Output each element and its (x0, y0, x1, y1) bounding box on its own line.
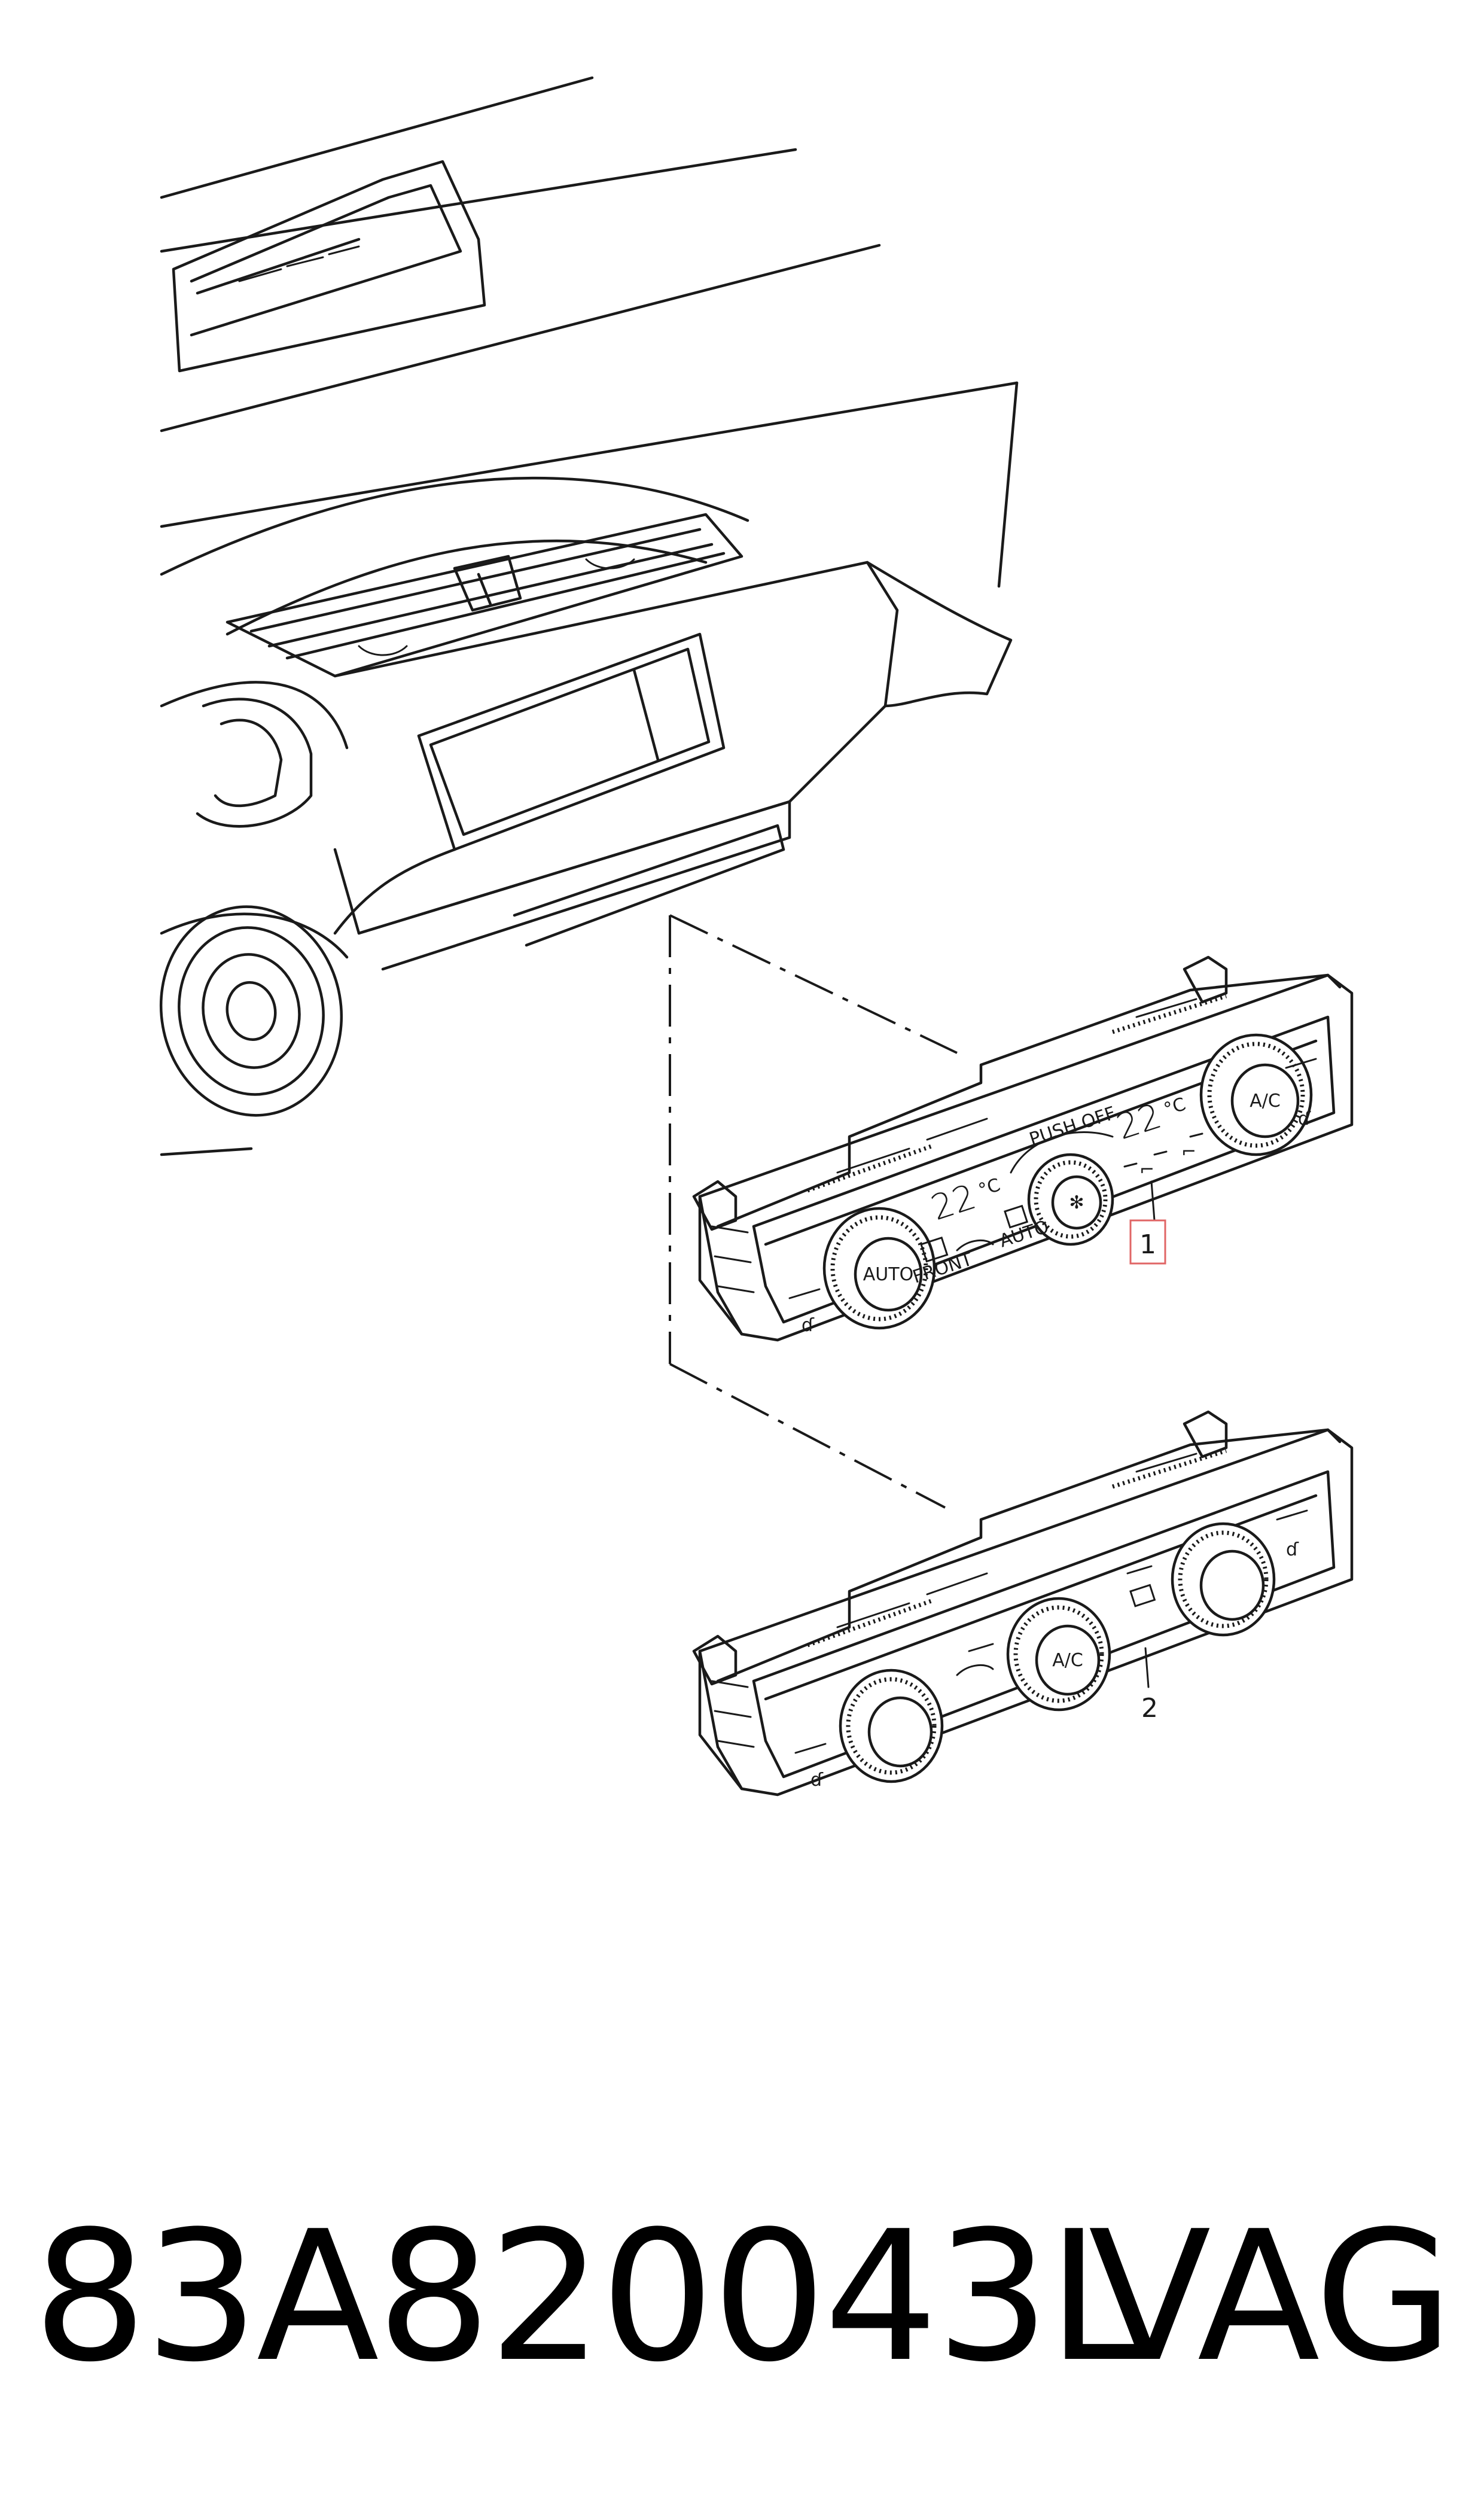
rear-defrost-icon (1129, 1584, 1156, 1607)
panel2-seat-heat-right-icon: ɗ (1286, 1539, 1299, 1560)
seat-heat-right-icon: ɗ (1298, 1109, 1311, 1129)
panel2-ac-label: A/C (1052, 1650, 1083, 1671)
callout-1: 1 (1139, 1229, 1156, 1260)
temp-right-display: 22 (1111, 1095, 1166, 1147)
dashboard-illustration (159, 76, 1019, 1156)
brand-name: VAG (1088, 2193, 1453, 2401)
panel2-seat-heat-left-icon: ɗ (810, 1770, 824, 1791)
temp-left-display: 22 (926, 1176, 980, 1228)
seat-vent-icon: ⌐ (1139, 1159, 1154, 1180)
auto-button-label: AUTO (863, 1264, 913, 1285)
panel2-recirculation-icon (956, 1664, 994, 1676)
part-number: 83A820043L (33, 2193, 1147, 2401)
ac-button-label: A/C (1250, 1091, 1281, 1112)
seat-heat-left-icon: ɗ (802, 1315, 815, 1336)
temp-left-unit: °C (976, 1174, 1003, 1201)
callout-2: 2 (1141, 1693, 1158, 1724)
fan-icon: ✻ (1069, 1192, 1084, 1213)
callout-1-highlight (1129, 1219, 1166, 1265)
climate-control-panel-1: AUTO ✻ PUSH OFF A/C 22 °C 22 °C FRONT AU… (692, 955, 1354, 1342)
seat-vent-icon-2: ⌐ (1181, 1141, 1196, 1162)
leader-lines (669, 914, 958, 1509)
climate-control-panel-2: A/C ɗ ɗ 2 (692, 1410, 1354, 1797)
recirculation-icon (956, 1239, 994, 1252)
